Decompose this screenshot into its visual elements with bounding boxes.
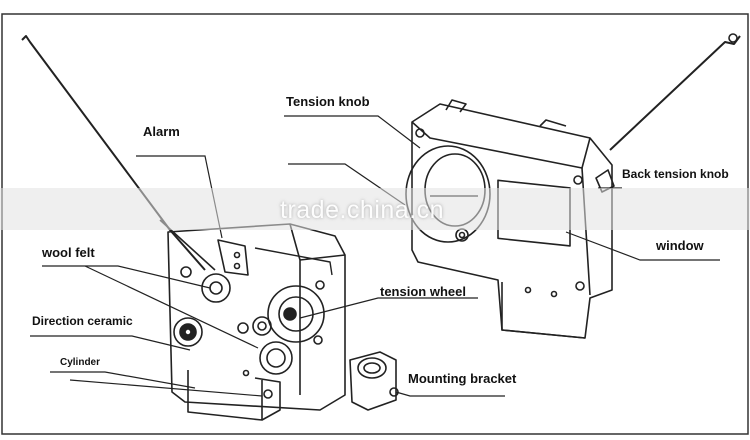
wool-felt-wheel xyxy=(201,273,231,303)
left-spring-wire xyxy=(21,35,206,271)
leader-mounting-bracket xyxy=(395,391,505,397)
leader-cylinder-2 xyxy=(69,379,263,397)
label-window: window xyxy=(656,238,704,253)
leader-direction-ceramic xyxy=(30,335,191,351)
right-spring-wire xyxy=(609,35,741,151)
leader-window xyxy=(565,231,720,261)
leader-tension-knob xyxy=(284,115,421,149)
label-tension-knob: Tension knob xyxy=(286,94,370,109)
watermark-text: trade.china.cn xyxy=(280,196,445,224)
label-mounting-bracket: Mounting bracket xyxy=(408,371,517,386)
direction-ceramic xyxy=(173,317,203,347)
leader-wool-felt-2 xyxy=(84,265,259,349)
cylinder-base xyxy=(187,370,263,421)
label-cylinder: Cylinder xyxy=(60,357,101,368)
leader-tension-wheel xyxy=(299,297,478,319)
label-back-tension-knob: Back tension knob xyxy=(622,167,729,181)
leader-cylinder xyxy=(50,371,196,389)
tension-wheel-left xyxy=(267,285,325,343)
label-tension-wheel: tension wheel xyxy=(380,284,466,299)
label-alarm: Alarm xyxy=(143,124,180,139)
alarm-bracket xyxy=(217,239,249,276)
leader-wool-felt xyxy=(42,265,211,289)
label-direction-ceramic: Direction ceramic xyxy=(32,314,133,328)
back-tension-knob xyxy=(595,169,615,193)
right-main-body xyxy=(411,103,613,339)
mounting-bracket xyxy=(349,351,397,411)
watermark-band xyxy=(0,188,750,230)
label-wool-felt: wool felt xyxy=(42,245,95,260)
